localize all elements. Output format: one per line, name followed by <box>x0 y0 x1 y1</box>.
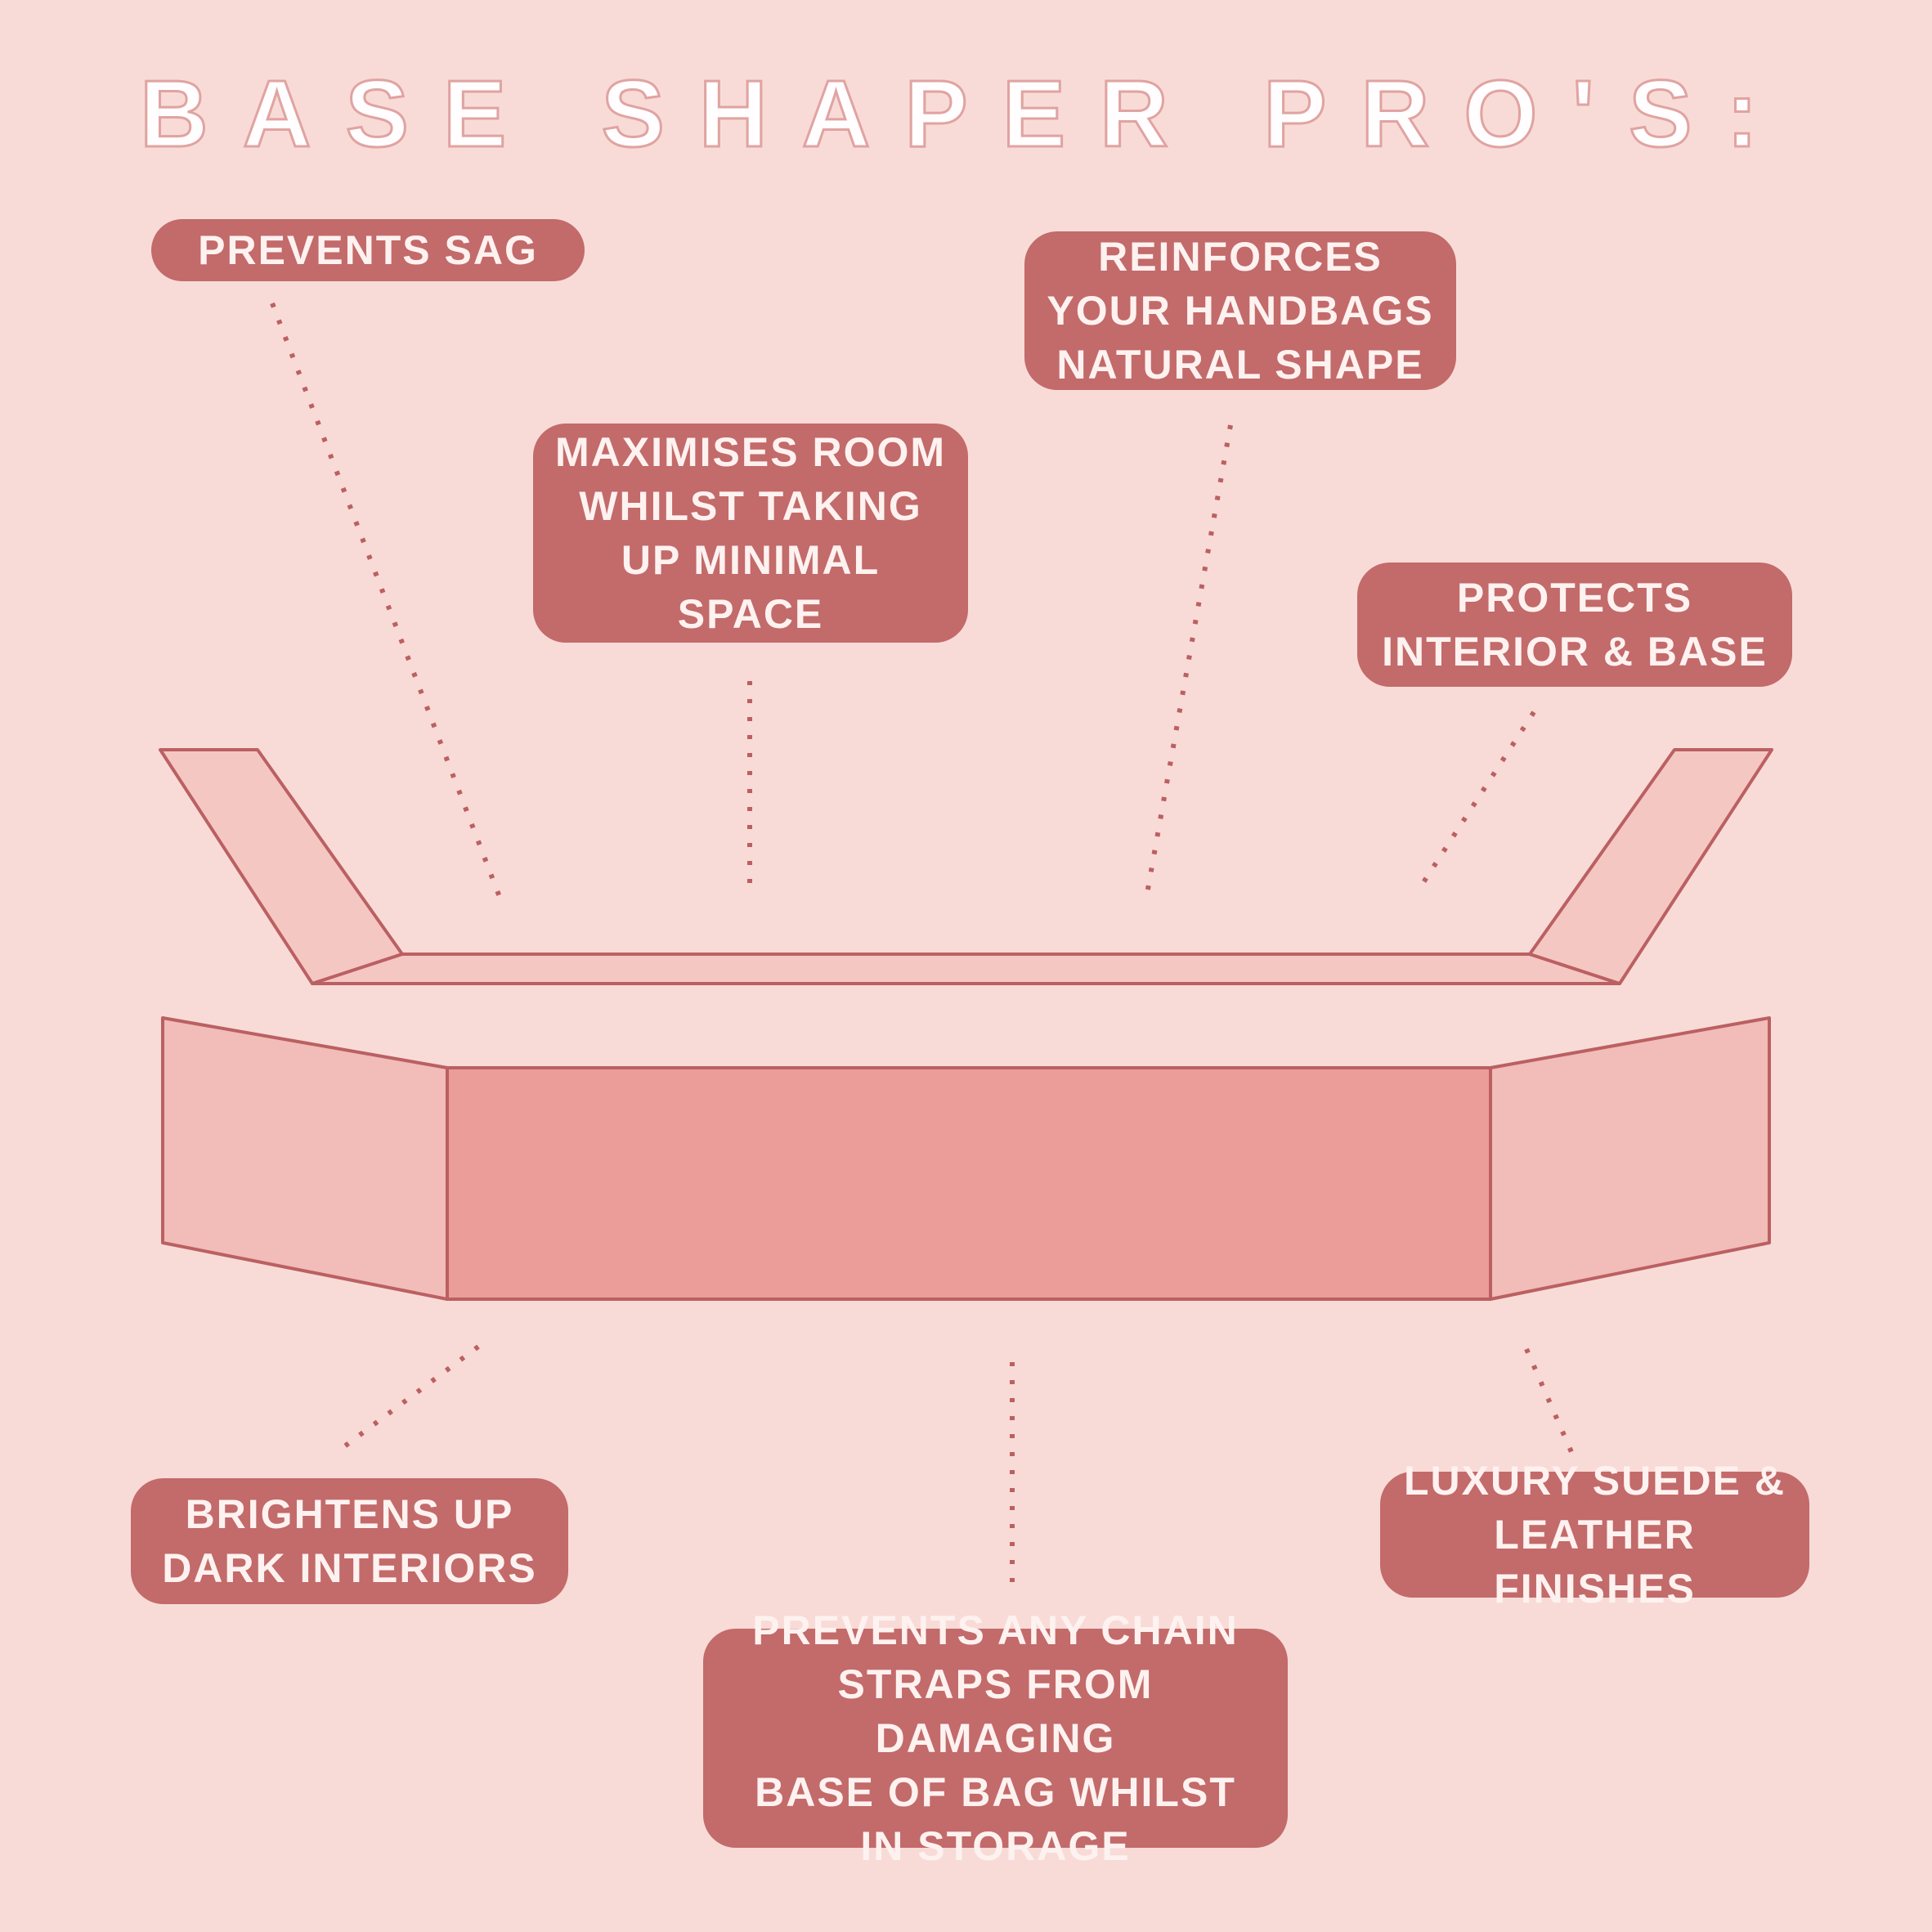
label-protects-interior: PROTECTS INTERIOR & BASE <box>1357 563 1792 687</box>
bottom-shaper-center-panel <box>446 1066 1492 1301</box>
label-reinforces-shape: REINFORCES YOUR HANDBAGS NATURAL SHAPE <box>1024 231 1456 390</box>
label-maximises-room: MAXIMISES ROOM WHILST TAKING UP MINIMAL … <box>533 424 968 643</box>
connector-luxury <box>1524 1347 1574 1454</box>
page-title: BASE SHAPER PRO'S: <box>138 60 1793 168</box>
label-prevents-chain-damage: PREVENTS ANY CHAIN STRAPS FROM DAMAGING … <box>703 1607 1288 1869</box>
label-brightens-interiors: BRIGHTENS UP DARK INTERIORS <box>131 1478 568 1604</box>
connector-brightens <box>338 1344 480 1452</box>
label-prevents-sag: PREVENTS SAG <box>151 219 585 281</box>
top-shaper-base-bar <box>311 953 1621 985</box>
connector-prevents-sag <box>270 302 502 899</box>
bottom-shaper-left-panel <box>161 1016 449 1301</box>
label-luxury-finishes: LUXURY SUEDE & LEATHER FINISHES <box>1380 1458 1809 1611</box>
top-shaper-left-flap <box>159 748 404 985</box>
bottom-shaper-right-panel <box>1489 1016 1771 1301</box>
connector-protects <box>1415 710 1536 893</box>
connector-reinforces <box>1145 424 1233 894</box>
top-shaper-right-flap <box>1528 748 1773 985</box>
